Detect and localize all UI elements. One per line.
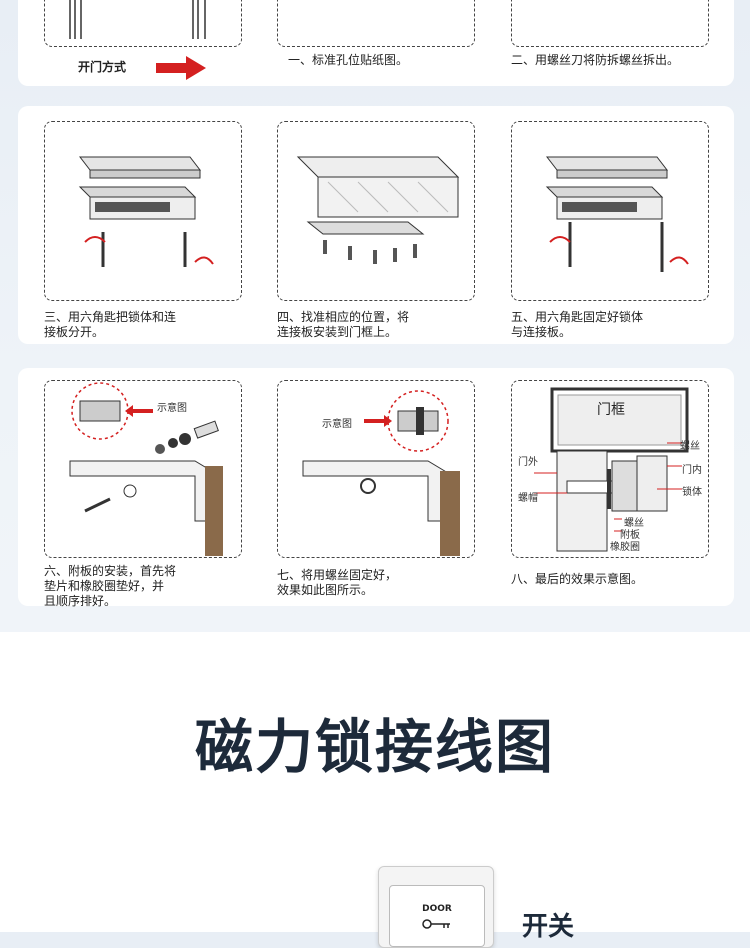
screw-label: 螺丝 [680,441,700,452]
lock-body-label: 锁体 [682,487,702,498]
outside-label: 门外 [518,457,538,468]
diagram-hint-label: 示意图 [157,403,187,414]
screw2-label: 螺丝 [624,518,644,529]
step-2-caption: 二、用螺丝刀将防拆螺丝拆出。 [511,53,680,67]
step-0-panel [44,0,242,47]
step-1-caption: 一、标准孔位贴纸图。 [288,53,409,67]
install-card-1: 开门方式 一、标准孔位贴纸图。 二、用螺丝刀将防拆螺丝拆出。 [18,0,734,86]
rubber-label: 橡胶圈 [610,542,640,553]
key-icon [422,919,450,929]
step-5-panel [511,121,709,301]
step-7-panel: 示意图 [277,380,475,558]
final-effect-diagram [534,387,689,552]
door-switch: DOOR [378,866,494,948]
step-1-panel [277,0,475,47]
screw-cap-label: 螺帽 [518,493,538,504]
frame-mount-diagram [296,156,460,264]
step-8-panel: 门框 螺丝 门内 锁体 门外 螺帽 螺丝 附板 橡胶圈 [511,380,709,558]
step-3-panel [44,121,242,301]
step-3-caption: 三、用六角匙把锁体和连 接板分开。 [44,310,177,339]
step-4-panel [277,121,475,301]
step-5-caption: 五、用六角匙固定好锁体 与连接板。 [511,310,644,339]
plate-label: 附板 [620,530,640,541]
lock-separate-diagram [78,156,214,267]
screw-fixed-diagram [302,390,460,556]
step-7-caption: 七、将用螺丝固定好， 效果如此图所示。 [277,568,398,597]
step-4-caption: 四、找准相应的位置，将 连接板安装到门框上。 [277,310,410,339]
step-2-panel [511,0,709,47]
diagram-hint-label-2: 示意图 [322,419,352,430]
switch-label: 开关 [522,912,575,942]
door-frame-label: 门框 [597,402,625,418]
wiring-section [0,632,750,932]
plate-install-diagram [69,382,223,556]
red-arrow-icon [156,56,206,80]
section-title: 磁力锁接线图 [194,713,555,781]
step-6-caption: 六、附板的安装，首先将 垫片和橡胶圈垫好，并 且顺序排好。 [44,564,177,608]
install-card-3: 示意图 六、附板的安装，首先将 垫片和橡胶圈垫好，并 且顺序排好。 示意图 七、… [18,368,734,608]
door-hinge-diagram [69,0,206,39]
inside-label: 门内 [682,465,702,476]
step-8-caption: 八、最后的效果示意图。 [511,572,644,586]
lock-fix-diagram [545,156,689,272]
step-6-panel: 示意图 [44,380,242,558]
door-text: DOOR [422,904,452,914]
install-card-2: 三、用六角匙把锁体和连 接板分开。 四、找准相应的位置，将 连接板安装到门框上。… [18,106,734,344]
door-mode-label: 开门方式 [78,60,127,74]
